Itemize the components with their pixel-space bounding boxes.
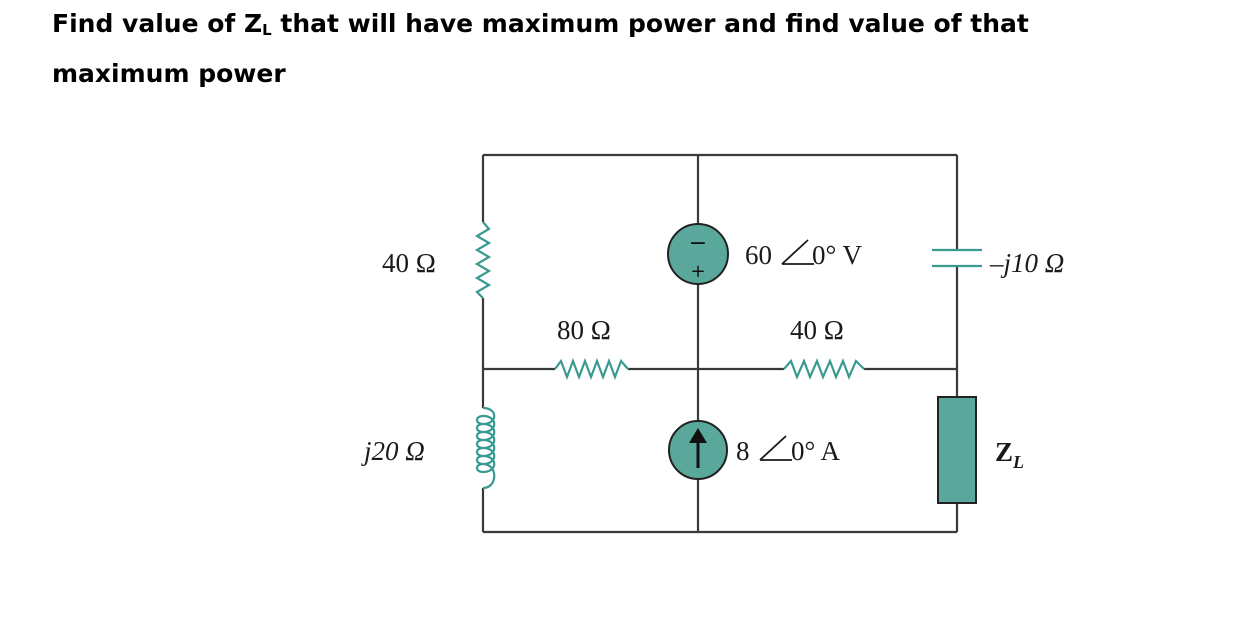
question-line1-pre: Find value of Z (52, 9, 263, 38)
resistor-80 (554, 357, 629, 381)
arrow-up-icon (689, 428, 707, 443)
question-line1-post: that will have maximum power and find va… (271, 9, 1029, 38)
label-inductor: j20 Ω (361, 436, 425, 466)
question-text: Find value of ZL that will have maximum … (52, 2, 1252, 96)
angle-icon (781, 239, 814, 265)
question-line2: maximum power (52, 59, 286, 88)
voltage-source-circle (667, 223, 729, 285)
inductor-j20 (475, 406, 496, 490)
capacitor (932, 248, 982, 268)
resistor-40-left (474, 221, 492, 299)
wires (481, 153, 959, 534)
label-voltage-magnitude: 60 (745, 240, 772, 270)
resistor-40-mid (783, 358, 865, 380)
label-r40-left: 40 Ω (382, 248, 436, 278)
angle-icon (759, 435, 792, 461)
label-r80: 80 Ω (557, 315, 611, 345)
label-current-magnitude: 8 (736, 436, 750, 466)
voltage-source: − + (667, 223, 729, 285)
current-source (668, 420, 728, 480)
label-capacitor: –j10 Ω (989, 248, 1064, 278)
load-impedance-box (937, 396, 977, 504)
label-voltage-angle: 0° V (812, 240, 863, 270)
question-subscript: L (262, 21, 272, 39)
label-load-main: Z (995, 437, 1013, 467)
voltage-source-minus: − (689, 231, 707, 256)
label-load-sub: L (1012, 452, 1024, 472)
label-current-angle: 0° A (791, 436, 841, 466)
voltage-source-plus: + (690, 261, 705, 282)
label-load: ZL (995, 437, 1024, 472)
label-r40-mid: 40 Ω (790, 315, 844, 345)
